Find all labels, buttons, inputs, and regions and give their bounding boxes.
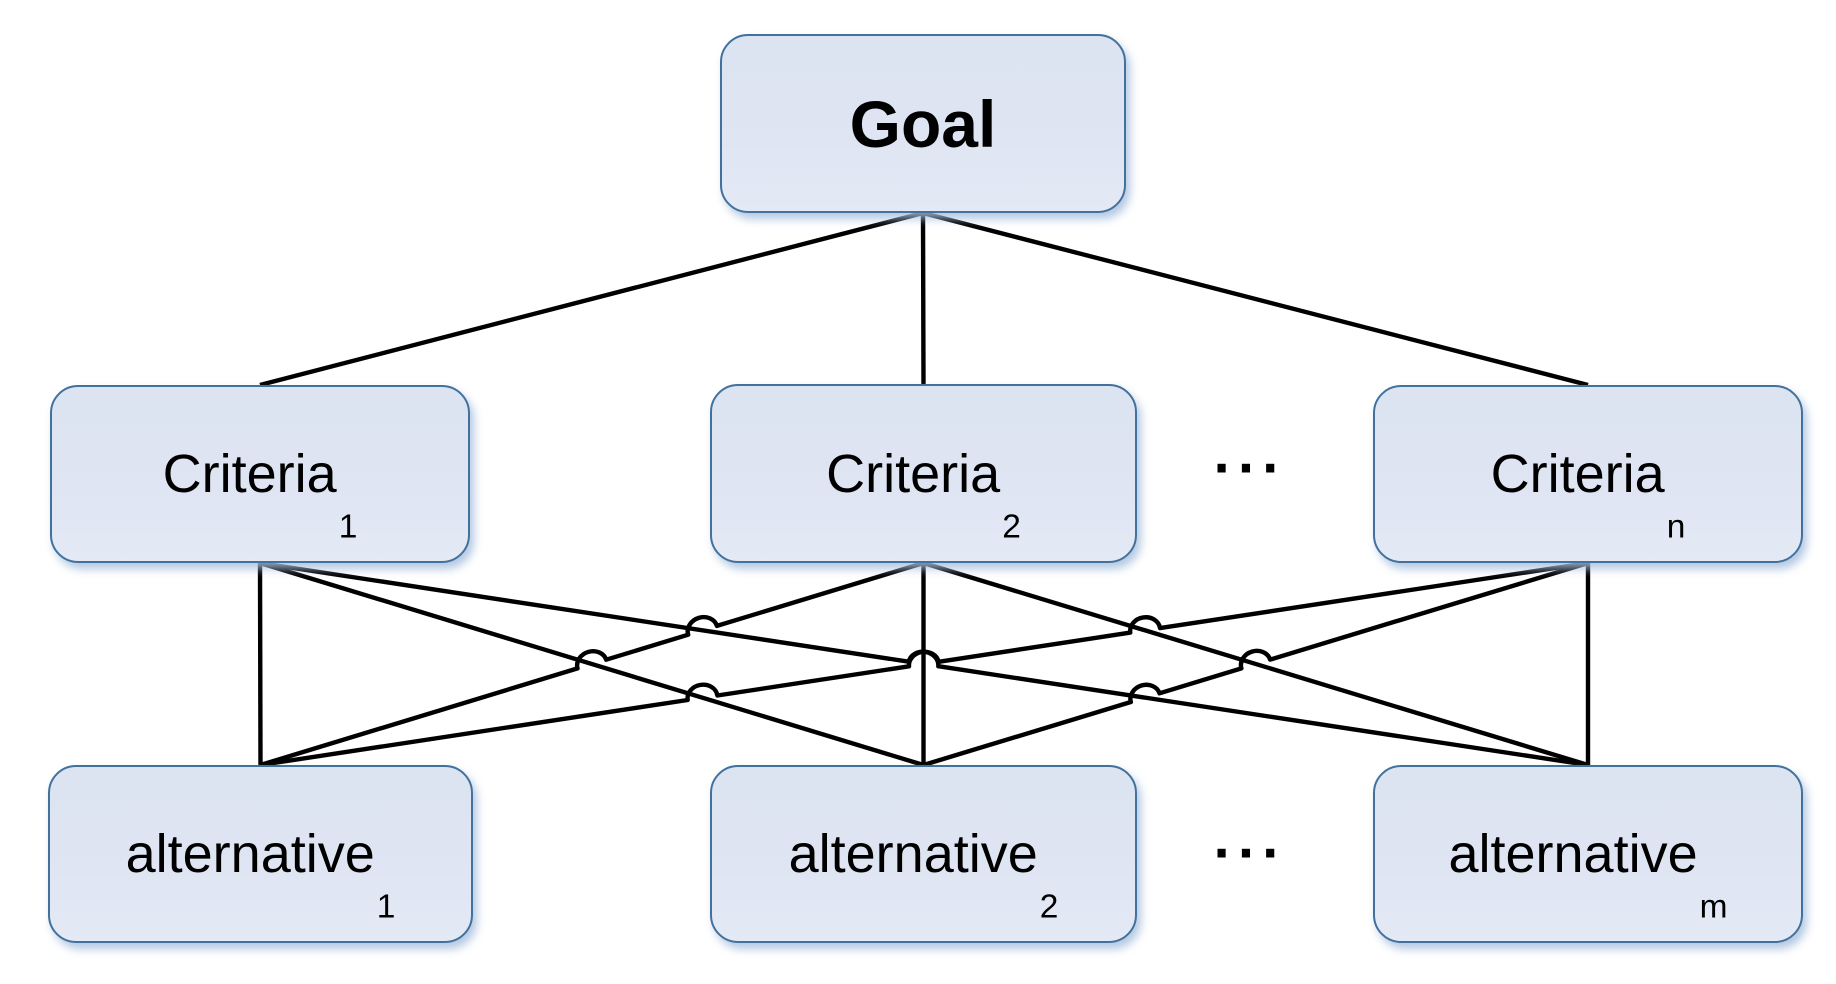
edge-criteria2-alternative1 bbox=[259, 560, 925, 768]
node-subscript: m bbox=[1699, 888, 1728, 926]
node-subscript: 2 bbox=[1002, 508, 1021, 546]
edge-goal-criteria1 bbox=[259, 210, 924, 388]
node-subscript: 1 bbox=[376, 888, 396, 926]
ellipsis-alternatives: ··· bbox=[1213, 820, 1287, 886]
edge-criteria1-alternative2 bbox=[259, 560, 925, 768]
node-subscript: n bbox=[1666, 508, 1686, 546]
edge-criteria2-alternativeM bbox=[922, 560, 1589, 768]
edge-criteriaN-alternative1 bbox=[260, 560, 1589, 768]
node-label: alternative bbox=[1448, 824, 1698, 884]
edge-criteriaN-alternative2 bbox=[922, 560, 1589, 768]
node-label: Criteria bbox=[162, 444, 337, 504]
node-label: alternative bbox=[125, 824, 375, 884]
edge-goal-criteriaN bbox=[922, 210, 1589, 388]
node-label: Criteria bbox=[826, 443, 1001, 504]
node-label: alternative bbox=[788, 824, 1038, 884]
ellipsis-criteria: ··· bbox=[1213, 435, 1287, 501]
node-label: Criteria bbox=[1490, 444, 1665, 504]
node-subscript: 2 bbox=[1039, 888, 1059, 926]
node-subscript: 1 bbox=[338, 508, 358, 546]
node-label: Goal bbox=[849, 86, 997, 161]
node-goal: Goal bbox=[720, 34, 1126, 213]
edge-goal-criteria2 bbox=[920, 212, 926, 385]
edge-criteria1-alternative1 bbox=[257, 562, 263, 766]
